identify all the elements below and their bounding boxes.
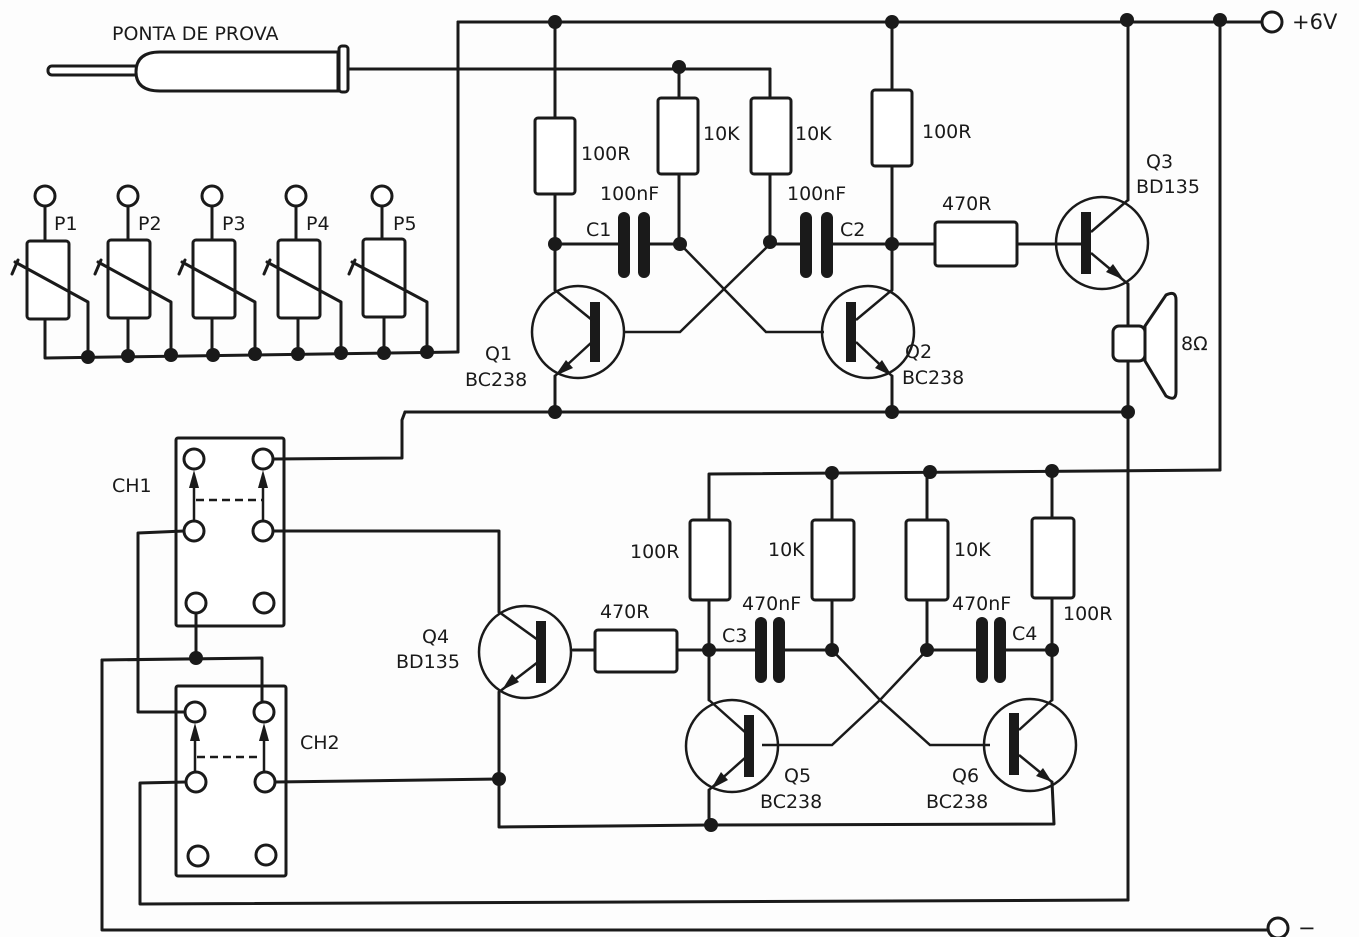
- capacitor-c1-plate: [638, 212, 650, 278]
- r-470r-q3-label: 470R: [942, 193, 991, 215]
- speaker-label: 8Ω: [1181, 333, 1208, 355]
- p3-label: P3: [222, 213, 246, 235]
- transistor-q1: Q1 BC238: [465, 284, 626, 414]
- probe-label: PONTA DE PROVA: [112, 23, 279, 45]
- negative-terminal-label: −: [1298, 916, 1316, 937]
- q3-ref-label: Q3: [1146, 151, 1173, 173]
- c3-value-label: 470nF: [742, 593, 801, 615]
- q2-part-label: BC238: [902, 367, 964, 389]
- capacitor-c4-plate: [994, 617, 1006, 683]
- capacitor-c1-plate: [618, 212, 630, 278]
- output-stage: 470R Q3 BD135 8Ω: [890, 13, 1227, 902]
- oscillator-1: 100R 10K 10K 100nF C1 100nF C2: [403, 15, 1135, 419]
- q3-part-label: BD135: [1136, 176, 1200, 198]
- potentiometer-p5: P5: [347, 184, 434, 360]
- r-10k-left-label: 10K: [703, 123, 740, 145]
- switch-wiring: [100, 410, 1130, 906]
- test-probe: PONTA DE PROVA: [46, 23, 772, 102]
- capacitor-c3-plate: [755, 617, 767, 683]
- p5-label: P5: [393, 213, 417, 235]
- positive-terminal: +6V: [1260, 10, 1338, 34]
- potentiometer-p1: P1: [10, 184, 95, 364]
- p2-label: P2: [138, 213, 162, 235]
- resistor-100r-q1: [533, 116, 577, 196]
- negative-rail: −: [100, 658, 1316, 937]
- c4-ref-label: C4: [1012, 623, 1037, 645]
- ch1-label: CH1: [112, 475, 152, 497]
- c1-value-label: 100nF: [600, 183, 659, 205]
- q5-part-label: BC238: [760, 791, 822, 813]
- oscillator-2: 100R 10K 10K 100R 470nF C3 470nF C4: [396, 464, 1222, 832]
- p4-label: P4: [306, 213, 330, 235]
- q6-part-label: BC238: [926, 791, 988, 813]
- c4-value-label: 470nF: [952, 593, 1011, 615]
- potentiometer-p3: P3: [177, 184, 262, 362]
- q4-ref-label: Q4: [422, 626, 449, 648]
- capacitor-c2-plate: [821, 212, 833, 278]
- q5-ref-label: Q5: [784, 765, 811, 787]
- resistor-10k-q6: [904, 518, 950, 602]
- resistor-470r-q3: [933, 220, 1019, 268]
- r-10k-q6-label: 10K: [954, 539, 991, 561]
- transistor-q2: Q2 BC238: [820, 284, 964, 414]
- r-10k-q5-label: 10K: [768, 539, 805, 561]
- resistor-100r-q2: [870, 88, 914, 168]
- r-100r-q5-label: 100R: [630, 541, 679, 563]
- resistor-470r-q4: [593, 628, 679, 674]
- potentiometer-bank: P1 P2 P3: [10, 184, 460, 364]
- c2-ref-label: C2: [840, 219, 865, 241]
- r-470r-q4-label: 470R: [600, 601, 649, 623]
- r-100r-q2-label: 100R: [922, 121, 971, 143]
- transistor-q4: Q4 BD135: [396, 604, 573, 781]
- q2-ref-label: Q2: [905, 341, 932, 363]
- capacitor-c3-plate: [773, 617, 785, 683]
- capacitor-c4-plate: [976, 617, 988, 683]
- transistor-q5: Q5 BC238: [684, 698, 822, 827]
- p1-label: P1: [54, 213, 78, 235]
- resistor-100r-q5: [688, 518, 732, 602]
- c3-ref-label: C3: [722, 625, 747, 647]
- resistor-100r-q6: [1030, 516, 1076, 600]
- r-100r-q6-label: 100R: [1063, 603, 1112, 625]
- speaker-8-ohm: 8Ω: [1111, 291, 1208, 400]
- q1-ref-label: Q1: [485, 343, 512, 365]
- q1-part-label: BC238: [465, 369, 527, 391]
- resistor-10k-left: [656, 96, 700, 176]
- resistor-10k-q5: [810, 518, 856, 602]
- resistor-10k-right: [749, 96, 793, 176]
- q4-part-label: BD135: [396, 651, 460, 673]
- potentiometer-p2: P2: [93, 184, 178, 363]
- transistor-q6: Q6 BC238: [707, 697, 1078, 827]
- ch2-label: CH2: [300, 732, 340, 754]
- transistor-q3: Q3 BD135: [1054, 151, 1200, 291]
- c1-ref-label: C1: [586, 219, 611, 241]
- capacitor-c2-plate: [800, 212, 812, 278]
- potentiometer-p4: P4: [262, 184, 348, 361]
- r-100r-q1-label: 100R: [581, 143, 630, 165]
- positive-terminal-label: +6V: [1292, 10, 1338, 34]
- r-10k-right-label: 10K: [795, 123, 832, 145]
- c2-value-label: 100nF: [787, 183, 846, 205]
- q6-ref-label: Q6: [952, 765, 979, 787]
